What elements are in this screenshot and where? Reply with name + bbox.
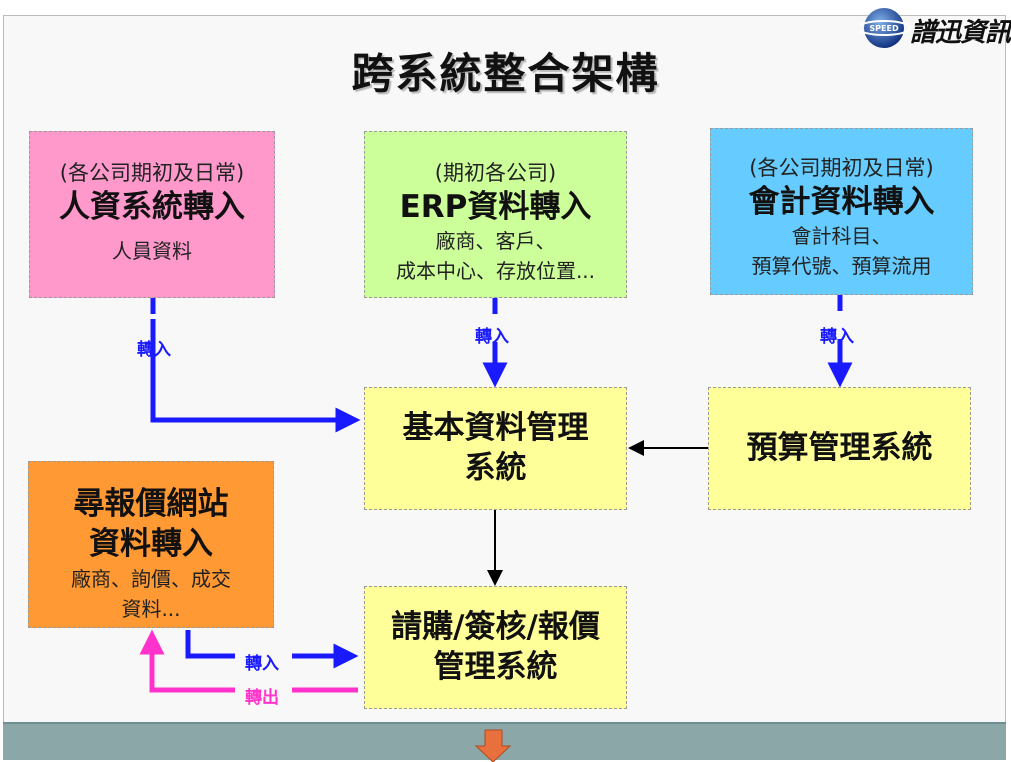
box-erp-title: ERP資料轉入	[399, 189, 592, 225]
label-quote-out: 轉出	[245, 688, 279, 708]
box-acct-import: (各公司期初及日常) 會計資料轉入 會計科目、 預算代號、預算流用	[710, 128, 973, 295]
box-acct-detail-1: 會計科目、	[791, 224, 892, 248]
label-hr-in: 轉入	[137, 340, 171, 360]
box-purchase-line-2: 管理系統	[433, 649, 558, 685]
arrow-quote-out	[139, 629, 358, 693]
box-quote-site-import: 尋報價網站 資料轉入 廠商、詢價、成交 資料...	[28, 461, 274, 628]
down-arrow-icon	[474, 729, 512, 762]
box-quote-detail-1: 廠商、詢價、成交	[71, 567, 231, 591]
box-acct-pre: (各公司期初及日常)	[749, 156, 934, 180]
box-hr-pre: (各公司期初及日常)	[59, 161, 245, 185]
box-hr-detail: 人員資料	[112, 239, 192, 263]
box-basic-line-1: 基本資料管理	[402, 410, 589, 446]
company-name: 譜迅資訊	[910, 18, 1011, 48]
box-quote-detail-2: 資料...	[121, 597, 181, 621]
box-purchase-line-1: 請購/簽核/報價	[391, 609, 600, 645]
box-hr-import: (各公司期初及日常) 人資系統轉入 人員資料	[29, 131, 275, 298]
box-erp-import: (期初各公司) ERP資料轉入 廠商、客戶、 成本中心、存放位置...	[364, 131, 627, 298]
arrow-hr-to-basic	[150, 298, 361, 433]
box-quote-line-2: 資料轉入	[89, 526, 213, 562]
label-quote-in: 轉入	[245, 654, 279, 674]
box-quote-line-1: 尋報價網站	[73, 486, 229, 522]
arrow-quote-in	[185, 630, 359, 669]
page-title: 跨系統整合架構	[351, 49, 660, 98]
box-purchase-system: 請購/簽核/報價 管理系統	[364, 586, 627, 709]
box-erp-pre: (期初各公司)	[434, 161, 557, 185]
svg-text:SPEED: SPEED	[869, 24, 899, 33]
box-budget-system: 預算管理系統	[708, 387, 971, 510]
label-erp-in: 轉入	[475, 327, 509, 347]
label-acct-in: 轉入	[820, 327, 854, 347]
company-logo: SPEED	[860, 8, 911, 48]
box-erp-detail-1: 廠商、客戶、	[435, 229, 556, 253]
box-acct-title: 會計資料轉入	[748, 184, 935, 220]
box-hr-title: 人資系統轉入	[59, 189, 245, 225]
box-budget-line-1: 預算管理系統	[746, 430, 933, 466]
box-basic-data-system: 基本資料管理 系統	[364, 387, 627, 510]
box-acct-detail-2: 預算代號、預算流用	[751, 254, 932, 278]
footer-bar	[3, 722, 1006, 760]
box-erp-detail-2: 成本中心、存放位置...	[395, 259, 596, 283]
box-basic-line-2: 系統	[464, 450, 527, 486]
